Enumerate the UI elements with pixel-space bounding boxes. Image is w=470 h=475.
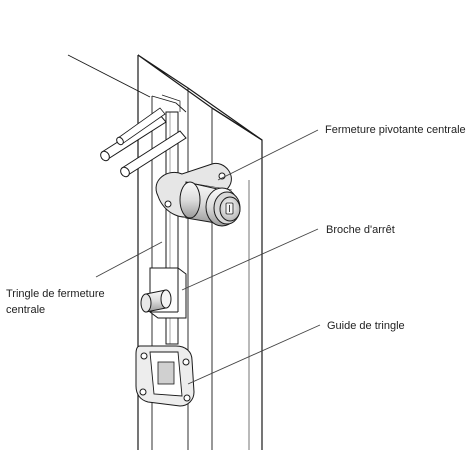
leader-broche — [181, 228, 319, 291]
back-edge-line — [67, 54, 151, 98]
leader-fermeture — [217, 129, 319, 181]
label-rod: Tringle de fermeture centrale — [6, 286, 105, 318]
label-rod-guide: Guide de tringle — [327, 320, 405, 332]
label-rod-line2: centrale — [6, 304, 46, 316]
rod-guide-plate — [135, 345, 195, 407]
stop-pin — [140, 289, 172, 313]
leader-tringle — [95, 241, 163, 278]
cam-lock — [155, 162, 241, 227]
label-stop-pin: Broche d'arrêt — [326, 224, 395, 236]
leader-lines — [95, 129, 321, 385]
rod-pins — [100, 107, 187, 178]
label-rod-line1: Tringle de fermeture — [6, 288, 105, 300]
leader-guide — [187, 324, 321, 385]
label-cam-lock: Fermeture pivotante centrale — [325, 124, 466, 136]
